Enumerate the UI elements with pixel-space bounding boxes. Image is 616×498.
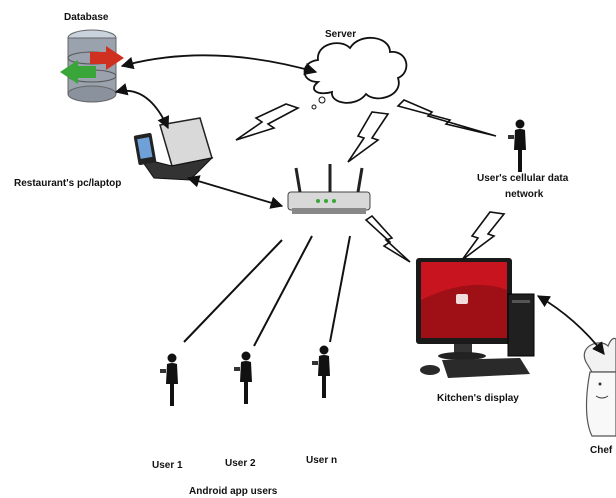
kitchen-chef-link xyxy=(536,295,605,355)
label-user-1: User 1 xyxy=(152,460,183,471)
cellular-user-icon xyxy=(508,119,526,172)
chef-icon xyxy=(583,337,616,437)
router-user1-link xyxy=(183,239,283,343)
user-1-figure-icon xyxy=(160,353,178,406)
user-n-figure-icon xyxy=(312,345,330,398)
label-android-app-users: Android app users xyxy=(189,486,278,497)
wireless-cellular-kitchen-icon xyxy=(461,211,506,261)
wireless-router-server-icon xyxy=(347,111,390,163)
label-cellular-network-line2: network xyxy=(505,189,544,200)
router-icon xyxy=(287,164,371,214)
router-user2-link xyxy=(253,235,313,347)
user-2-figure-icon xyxy=(234,351,252,404)
label-user-2: User 2 xyxy=(225,458,256,469)
label-user-n: User n xyxy=(306,455,338,466)
kitchen-display-icon xyxy=(416,258,535,378)
label-cellular-network-line1: User's cellular data xyxy=(477,173,569,184)
label-restaurant-pc: Restaurant's pc/laptop xyxy=(14,178,122,189)
db-laptop-link xyxy=(114,83,170,130)
label-database: Database xyxy=(64,12,109,23)
label-server: Server xyxy=(325,29,357,40)
laptop-router-link xyxy=(186,175,284,209)
laptop-icon xyxy=(133,117,214,181)
database-icon xyxy=(60,29,124,103)
router-usern-link xyxy=(329,235,351,343)
label-chef: Chef xyxy=(590,445,613,456)
wireless-server-cellular-icon xyxy=(396,99,497,137)
label-kitchen-display: Kitchen's display xyxy=(437,393,519,404)
wireless-laptop-server-icon xyxy=(235,103,301,141)
server-cloud-icon xyxy=(303,36,408,110)
wireless-router-kitchen-icon xyxy=(364,214,411,263)
db-server-link xyxy=(120,54,318,75)
